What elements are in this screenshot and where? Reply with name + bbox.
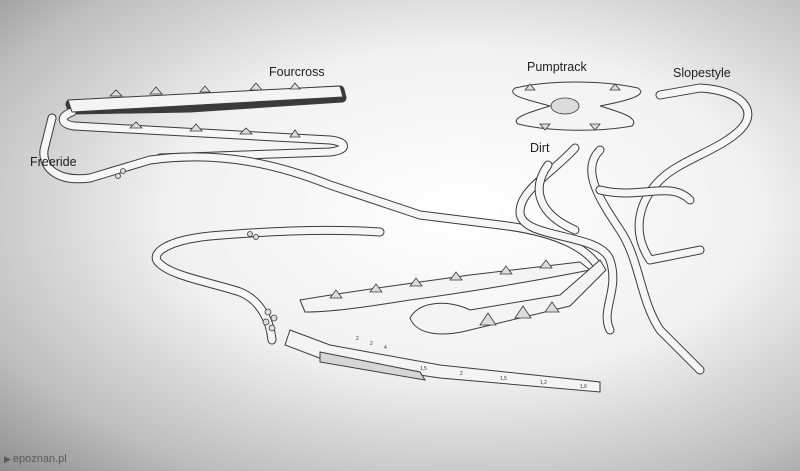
pumptrack-track <box>512 81 642 131</box>
svg-text:1,6: 1,6 <box>580 384 587 390</box>
slopestyle-track <box>587 83 753 375</box>
svg-text:1,2: 1,2 <box>540 380 547 386</box>
fourcross-label: Fourcross <box>269 65 325 79</box>
dirt-label: Dirt <box>530 141 550 155</box>
svg-text:2: 2 <box>356 336 359 342</box>
rock-cluster <box>115 168 278 332</box>
watermark-logo-icon: ▶ <box>4 454 11 464</box>
dirt-track <box>515 143 618 335</box>
svg-text:1,5: 1,5 <box>500 376 507 382</box>
freeride-label: Freeride <box>30 155 77 169</box>
watermark: ▶epoznan.pl <box>4 453 67 465</box>
svg-text:4: 4 <box>384 345 387 351</box>
pumptrack-label: Pumptrack <box>527 60 587 74</box>
svg-text:2: 2 <box>370 341 373 347</box>
svg-text:1,5: 1,5 <box>420 366 427 372</box>
watermark-text: epoznan.pl <box>12 453 67 465</box>
slopestyle-label: Slopestyle <box>673 66 731 80</box>
fourcross-track <box>58 82 348 163</box>
svg-text:2: 2 <box>460 371 463 377</box>
freeride-track: 2 2 4 1,5 2 1,5 1,2 1,6 <box>39 113 607 393</box>
